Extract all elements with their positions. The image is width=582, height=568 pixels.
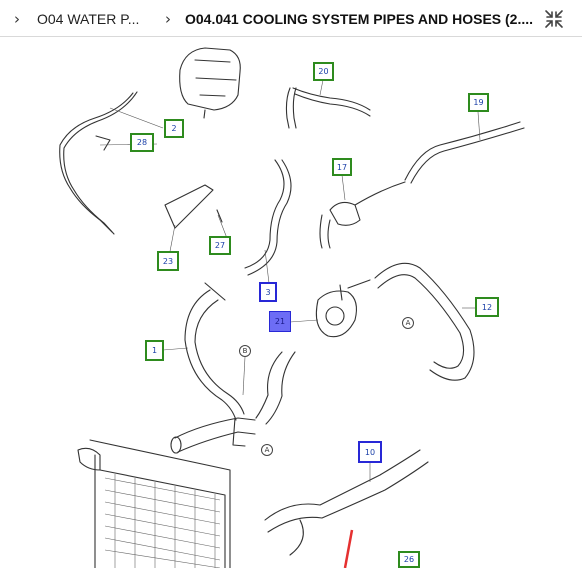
breadcrumb-bar: › O04 WATER P... › O04.041 COOLING SYSTE… (0, 0, 582, 37)
callout-10[interactable]: 10 (358, 441, 382, 463)
callout-21[interactable]: 21 (269, 311, 291, 332)
callout-28[interactable]: 28 (130, 133, 154, 152)
callout-19[interactable]: 19 (468, 93, 489, 112)
marker-b: B (239, 345, 251, 357)
breadcrumb-item-cooling-pipes[interactable]: › O04.041 COOLING SYSTEM PIPES AND HOSES… (165, 0, 533, 37)
marker-a-lower: A (261, 444, 273, 456)
collapse-icon (545, 9, 563, 28)
callout-17[interactable]: 17 (332, 158, 352, 176)
breadcrumb-current-label: O04.041 COOLING SYSTEM PIPES AND HOSES (… (185, 10, 534, 27)
callout-26[interactable]: 26 (398, 551, 420, 568)
callout-1[interactable]: 1 (145, 340, 164, 361)
callout-27[interactable]: 27 (209, 236, 231, 255)
callout-12[interactable]: 12 (475, 297, 499, 317)
callout-20[interactable]: 20 (313, 62, 334, 81)
callout-23[interactable]: 23 (157, 251, 179, 271)
collapse-button[interactable] (539, 5, 569, 32)
chevron-right-icon: › (165, 9, 171, 28)
breadcrumb-item-water-pump[interactable]: › O04 WATER P... (14, 0, 139, 37)
marker-a-right: A (402, 317, 414, 329)
chevron-right-icon: › (14, 9, 20, 28)
breadcrumb-label: O04 WATER P... (37, 10, 140, 27)
parts-diagram: 1 2 3 10 12 17 19 20 21 23 26 27 28 A A … (0, 38, 582, 568)
callout-2[interactable]: 2 (164, 119, 184, 138)
callout-3[interactable]: 3 (259, 282, 277, 302)
diagram-drawing (59, 47, 525, 568)
